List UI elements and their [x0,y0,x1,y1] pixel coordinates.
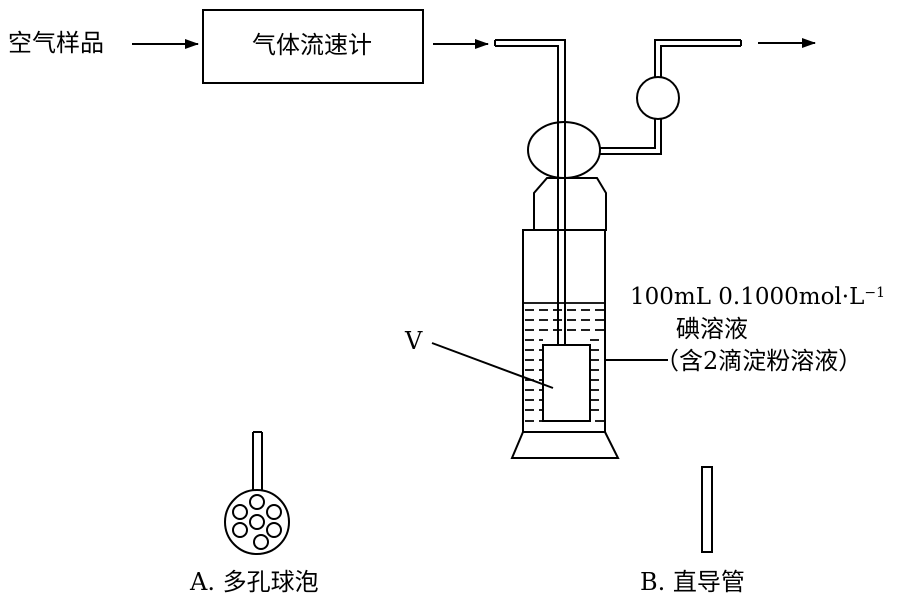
v-gas-distributor [542,344,591,422]
solution-concentration-label: 100mL 0.1000mol·L−1 [630,283,885,311]
bulb-hole [266,504,282,520]
outlet-safety-bulb [636,76,680,120]
gas-washing-bottle [510,229,620,459]
v-leader-line [431,342,554,389]
solution-concentration-text: 100mL 0.1000mol·L [630,284,865,310]
bulb-hole [232,522,248,538]
bulb-hole [232,504,248,520]
iodine-solution-label: 碘溶液 [676,315,748,343]
air-sample-label: 空气样品 [8,29,104,57]
bulb-hole [266,522,282,538]
porous-bulb-apparatus [224,431,290,555]
iodine-solution [523,302,605,422]
option-a-label: A. 多孔球泡 [190,568,319,596]
flowmeter-box [202,9,424,84]
bulb-hole [249,514,265,530]
bottle-neck [533,177,607,231]
outlet-glass-tube [600,39,742,155]
inlet-glass-tube [494,39,566,345]
option-b-label: B. 直导管 [640,568,745,596]
flowmeter-label: 气体流速计 [252,31,372,59]
bulb-hole [253,534,269,550]
v-marker-label: V [405,327,423,355]
straight-tube-apparatus [701,466,713,553]
solution-unit-superscript: −1 [864,285,886,301]
starch-note-label: （含2滴淀粉溶液） [655,347,863,375]
bulb-hole [249,494,265,510]
